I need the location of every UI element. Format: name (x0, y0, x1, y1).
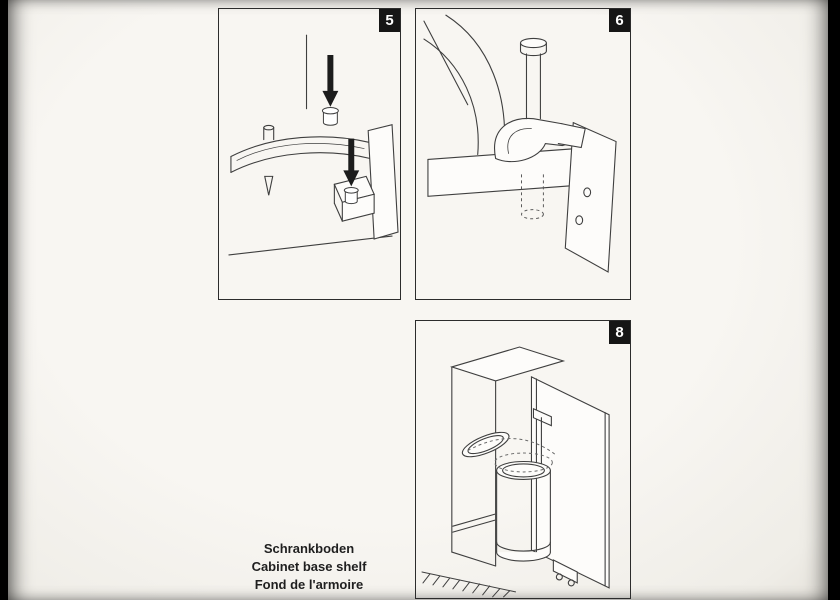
caption-line-english: Cabinet base shelf (251, 559, 367, 574)
caption-block: Schrankboden Cabinet base shelf Fond de … (214, 540, 404, 594)
hidden-pin-dashed-guides (521, 174, 544, 220)
caption-line-french: Fond de l'armoire (254, 577, 364, 592)
step-panel-5: 5 (218, 8, 401, 300)
step-panel-8: 8 (415, 320, 631, 599)
lid-swing-dashed-guides (467, 438, 556, 473)
step-number-badge: 5 (379, 9, 400, 32)
step-number-badge: 8 (609, 321, 630, 344)
step8-illustration-cabinet-bin (421, 346, 610, 598)
step-panel-6: 6 (415, 8, 631, 300)
step5-illustration-mounting-bracket (228, 34, 399, 256)
down-arrow-icon (322, 55, 360, 187)
cabinet-line-art (449, 346, 610, 589)
paper-background (8, 0, 828, 600)
step6-illustration-pivot-pin (423, 14, 617, 273)
bracket-line-art (228, 34, 399, 256)
step-number-badge: 6 (609, 9, 630, 32)
floor-hatching (421, 571, 517, 598)
screw-icon (321, 107, 359, 205)
caption-line-german: Schrankboden (263, 541, 355, 556)
pivot-line-art (423, 14, 617, 273)
